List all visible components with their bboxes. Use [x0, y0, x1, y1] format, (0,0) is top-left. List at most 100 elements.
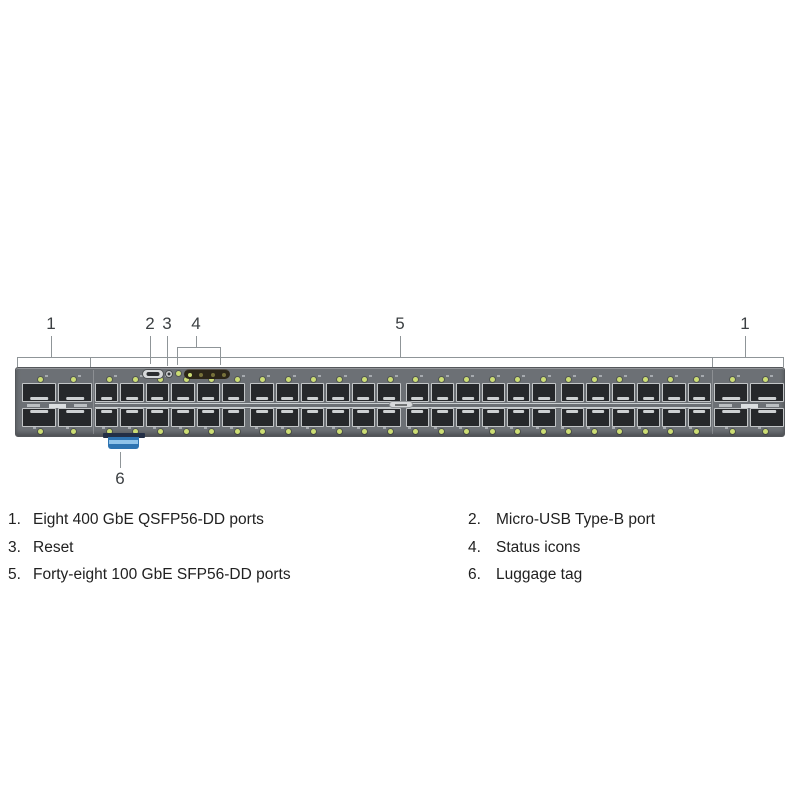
port-led — [464, 374, 475, 382]
port-led — [413, 374, 424, 382]
port-led — [102, 426, 113, 434]
sfp-port — [662, 408, 686, 427]
port-led — [153, 426, 164, 434]
port-led — [515, 374, 526, 382]
sfp-port — [481, 408, 505, 427]
sfp-port — [507, 408, 531, 427]
port-led — [127, 426, 138, 434]
sfp-port — [351, 408, 376, 427]
qsfp-port — [22, 383, 56, 402]
sfp-port — [481, 383, 505, 402]
port-led — [617, 374, 628, 382]
callout-stem-3 — [167, 336, 168, 366]
callout-number-1-left: 1 — [46, 314, 56, 333]
status-icon — [210, 372, 215, 377]
status-icon-bar — [184, 369, 230, 379]
port-led — [311, 374, 322, 382]
qsfp-port — [22, 408, 56, 427]
sfp-port — [405, 408, 429, 427]
sfp-port — [377, 383, 401, 402]
reset-button — [165, 370, 173, 378]
port-led — [38, 374, 48, 382]
qsfp-led-row — [24, 374, 90, 382]
port-led — [382, 426, 393, 434]
qsfp-port — [714, 408, 748, 427]
sfp-port — [456, 408, 480, 427]
sfp-port — [586, 383, 610, 402]
port-led — [688, 426, 699, 434]
port-led — [612, 426, 623, 434]
callout-tick — [712, 357, 713, 367]
sfp-port — [377, 408, 401, 427]
port-led — [132, 374, 143, 382]
sfp-port — [405, 383, 429, 402]
sfp-port — [532, 383, 556, 402]
port-led — [484, 426, 495, 434]
sfp-port — [301, 383, 325, 402]
port-led — [285, 374, 296, 382]
legend-number: 4. — [468, 539, 481, 556]
port-led — [71, 374, 81, 382]
port-led — [642, 374, 653, 382]
panel-seam — [93, 370, 94, 434]
legend-label: Status icons — [496, 539, 581, 556]
sfp-port — [507, 383, 531, 402]
sfp-port-group — [405, 383, 556, 402]
sfp-port — [95, 383, 119, 402]
sfp-port — [120, 383, 144, 402]
sfp-port — [221, 408, 246, 427]
port-led — [758, 426, 768, 434]
sfp-port-row — [95, 383, 711, 402]
port-led — [540, 374, 551, 382]
port-led — [730, 374, 740, 382]
sfp-port — [456, 383, 480, 402]
sfp-port — [532, 408, 556, 427]
callout-tick — [90, 357, 91, 367]
port-led — [433, 426, 444, 434]
sfp-port-group — [250, 383, 401, 402]
qsfp-port-row — [22, 408, 92, 427]
sfp-port — [250, 383, 274, 402]
callout-bracket-line — [17, 357, 783, 358]
callout-bracket-4 — [177, 347, 221, 348]
qsfp-led-row — [716, 374, 782, 382]
sfp-port — [95, 408, 119, 427]
status-icon — [187, 372, 192, 377]
legend-label: Micro-USB Type-B port — [496, 511, 656, 528]
sfp-port — [275, 383, 299, 402]
port-led — [408, 426, 419, 434]
sfp-port — [196, 408, 220, 427]
sfp-port — [687, 383, 711, 402]
port-led — [591, 374, 602, 382]
legend-label: Luggage tag — [496, 566, 583, 583]
port-led — [637, 426, 648, 434]
port-led — [362, 374, 373, 382]
callout-number-2: 2 — [145, 314, 155, 333]
port-led — [66, 426, 76, 434]
sfp-port — [275, 408, 299, 427]
port-led — [566, 374, 577, 382]
sfp-port — [611, 408, 635, 427]
callout-number-4: 4 — [191, 314, 201, 333]
qsfp-port — [714, 383, 748, 402]
callout-stem-2 — [150, 336, 151, 364]
model-label-pill — [389, 401, 413, 408]
sfp-port-group — [250, 408, 401, 427]
qsfp-led-row — [24, 426, 90, 434]
port-led — [331, 426, 342, 434]
sfp-port-row — [95, 408, 711, 427]
luggage-tag-slot — [103, 433, 145, 438]
qsfp-port-row — [714, 383, 784, 402]
sfp-port-group — [405, 408, 556, 427]
sfp-led-row — [97, 426, 709, 434]
qsfp-port-row — [714, 408, 784, 427]
sfp-port — [636, 383, 661, 402]
qsfp-block-left — [22, 368, 92, 438]
sfp-port — [145, 408, 170, 427]
qsfp-port — [750, 383, 784, 402]
sfp-port — [662, 383, 686, 402]
reset-led — [176, 371, 181, 376]
port-led — [178, 426, 189, 434]
status-icon — [222, 372, 227, 377]
